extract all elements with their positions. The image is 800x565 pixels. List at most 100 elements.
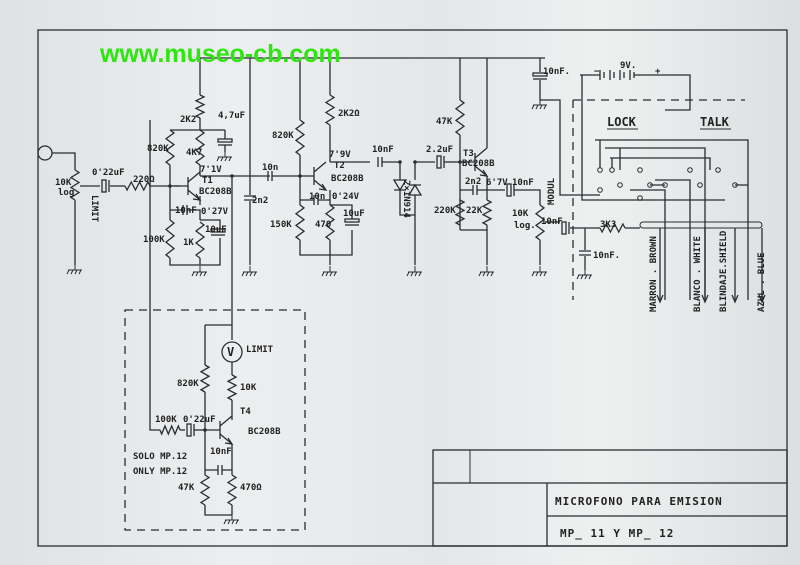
label-c10nf-3: 10nF — [512, 178, 534, 188]
arrow-icon — [758, 294, 766, 304]
resistor — [454, 199, 466, 226]
capacitor — [267, 171, 273, 181]
label-t1-type: BC208B — [199, 187, 232, 197]
label-r1k: 1K — [183, 238, 194, 248]
battery-symbol — [599, 70, 635, 80]
label-t4: T4 — [240, 407, 251, 417]
label-v027: 0'27V — [201, 207, 229, 217]
label-c10uf-2: 10uF — [343, 209, 365, 219]
resistor — [164, 129, 176, 166]
resistor — [481, 199, 493, 226]
label-c2n2-2: 2n2 — [465, 177, 481, 187]
label-r47k-2: 47K — [178, 483, 195, 493]
resistor — [599, 222, 626, 234]
wire — [460, 225, 488, 265]
electrolytic-capacitor — [344, 218, 360, 223]
label-c10nf-5: 10nF. — [593, 251, 620, 261]
voltmeter-icon — [221, 341, 243, 363]
only-mp12-note: ONLY MP.12 — [133, 467, 187, 477]
wire-label-white: BLANCO . WHITE — [693, 236, 703, 312]
switch-contact — [637, 167, 643, 173]
wire — [170, 118, 225, 131]
label-talk: TALK — [700, 115, 730, 129]
label-v71: 7'1V — [200, 165, 222, 175]
label-v67: 6'7V — [486, 178, 508, 188]
resistor — [324, 204, 336, 241]
switch-contact — [732, 182, 738, 188]
resistor — [324, 94, 336, 126]
wire — [170, 209, 201, 220]
label-meter: LIMIT — [246, 345, 274, 355]
label-modul: MODUL — [547, 177, 557, 205]
wire — [580, 74, 691, 111]
transistor — [461, 147, 489, 177]
label-pot1: 10K — [55, 178, 72, 188]
label-t1: T1 — [202, 176, 213, 186]
ground-symbol — [406, 266, 422, 277]
switch-contact — [637, 195, 643, 201]
arrow-icon — [731, 294, 739, 304]
label-r820k-2: 820K — [272, 131, 294, 141]
label-t3: T3 — [463, 149, 474, 159]
wire-label-brown: MARRON . BROWN — [649, 236, 659, 312]
junction-dot — [230, 174, 234, 178]
watermark: www.museo-cb.com — [99, 40, 341, 68]
switch-contact — [697, 182, 703, 188]
transistor — [300, 161, 328, 191]
capacitor — [579, 250, 591, 256]
resistor — [69, 169, 81, 201]
capacitor — [217, 465, 223, 475]
wire — [584, 227, 640, 250]
label-diodes: 2×1N914 — [401, 180, 411, 219]
label-c10nf-6: 10nF — [210, 447, 232, 457]
junction-dot — [168, 184, 172, 188]
wire — [514, 189, 541, 205]
resistor — [159, 424, 181, 436]
ground-symbol — [241, 266, 257, 277]
capacitor — [377, 157, 383, 167]
capacitor — [182, 205, 188, 215]
wire — [599, 140, 613, 168]
diode — [407, 183, 423, 196]
resistor — [534, 204, 546, 241]
meter-symbol: V — [227, 345, 234, 359]
ground-symbol — [191, 266, 207, 277]
arrow-icon — [701, 294, 709, 304]
resistor — [294, 204, 306, 241]
component-labels: 10K log LIMIT 0'22uF 220Ω 820K 2K2 4K7 4… — [55, 61, 767, 493]
label-c10nf-4: 10nF — [541, 217, 563, 227]
ground-symbol — [531, 266, 547, 277]
label-r100k: 100K — [143, 235, 165, 245]
drawing-border — [37, 29, 788, 547]
electrolytic-capacitor — [436, 155, 442, 169]
switch-contact — [617, 182, 623, 188]
mp12-only-section — [124, 309, 306, 531]
label-r470-2: 470Ω — [240, 483, 262, 493]
label-c10n-2: 10n — [309, 192, 325, 202]
label-c10nf-top: 10nF. — [543, 67, 570, 77]
label-v79: 7'9V — [329, 150, 351, 160]
switch-section-boundary — [572, 99, 745, 300]
wire — [204, 470, 233, 516]
transistor — [174, 171, 202, 201]
wire — [330, 204, 353, 219]
ground-symbol — [576, 269, 592, 280]
capacitor — [472, 185, 478, 195]
microphone-icon — [37, 145, 53, 161]
label-r22k: 22K — [466, 206, 483, 216]
wire — [581, 74, 725, 201]
label-c10nf-2: 10nF — [372, 145, 394, 155]
ground-symbol — [531, 99, 547, 110]
switch-contact — [687, 167, 693, 173]
label-r3k3: 3K3 — [600, 220, 616, 230]
label-c10n-1: 10n — [262, 163, 278, 173]
label-pot1-log: log — [58, 188, 74, 198]
label-c10nf-1: 10nF — [175, 206, 197, 216]
ground-symbol — [478, 266, 494, 277]
label-r820k-1: 820K — [147, 144, 169, 154]
resistor — [294, 119, 306, 156]
resistor — [194, 221, 206, 259]
title-line-1: MICROFONO PARA EMISION — [555, 495, 723, 508]
ground-symbol — [66, 264, 82, 275]
label-r2k21: 2K2Ω — [338, 109, 360, 119]
